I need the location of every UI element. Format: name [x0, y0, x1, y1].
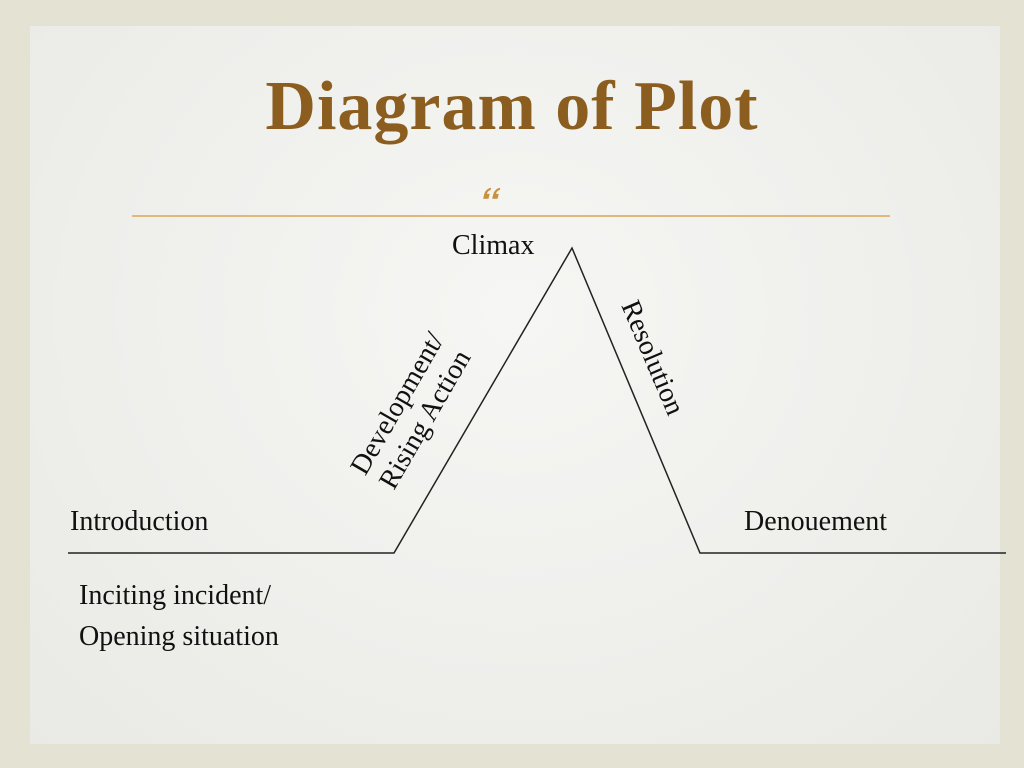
- slide-background: [30, 26, 1000, 744]
- label-climax: Climax: [452, 230, 535, 261]
- decorative-flourish-icon: 🙶: [474, 180, 496, 231]
- label-introduction: Introduction: [70, 506, 209, 537]
- label-inciting-line2: Opening situation: [79, 620, 279, 652]
- page-title: Diagram of Plot: [265, 68, 759, 145]
- plot-line: [68, 246, 1006, 554]
- label-denouement: Denouement: [744, 506, 888, 537]
- label-inciting-line1: Inciting incident/: [79, 580, 272, 611]
- label-inciting-incident: Inciting incident/ Opening situation: [79, 576, 279, 657]
